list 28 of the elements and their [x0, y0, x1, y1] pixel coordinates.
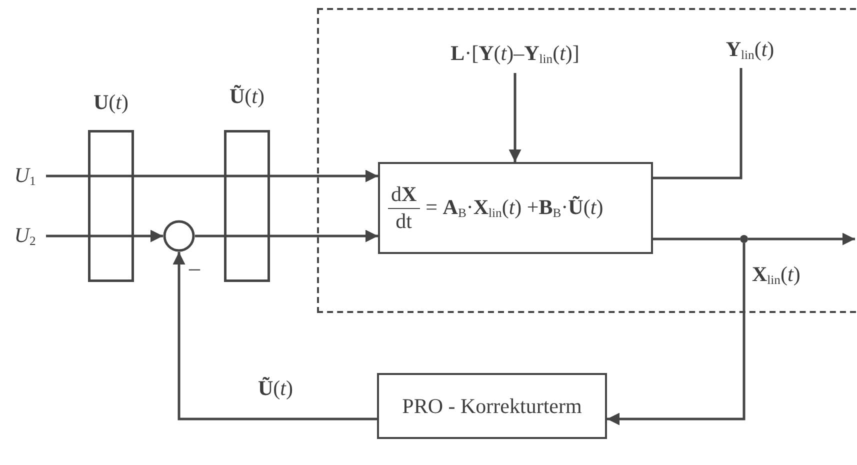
signal-line	[134, 230, 163, 242]
signal-label: U$_{2}$	[8, 222, 42, 250]
signal-line	[508, 73, 522, 162]
signal-label: U(t)	[92, 90, 130, 115]
signal-label: Y$_{lin}$(t)	[719, 35, 781, 65]
signal-line	[134, 174, 224, 178]
junction-dot	[740, 235, 748, 243]
signal-line	[195, 234, 224, 238]
fraction-numerator: dX	[388, 182, 420, 208]
signal-label: U$_{1}$	[8, 162, 42, 190]
edge-label: Ũ(t)	[258, 376, 294, 401]
signal-line	[748, 232, 855, 246]
dashed-boundary	[317, 8, 856, 313]
equation-block	[378, 162, 653, 254]
signal-line	[270, 170, 378, 182]
signal-label: L·[Y(t)–Y$_{lin}$(t)]	[416, 39, 614, 69]
signal-line	[653, 238, 740, 240]
signal-line	[46, 174, 88, 178]
minus-sign: –	[189, 257, 200, 279]
signal-line	[607, 243, 746, 426]
signal-label: Ũ(t)	[228, 84, 266, 109]
signal-line	[46, 234, 88, 238]
equation-term: = A$_{B}$·X$_{lin}$(t) +B$_{B}$·Ũ(t)	[426, 194, 604, 222]
signal-line	[653, 68, 742, 180]
signal-line	[270, 230, 378, 242]
signal-line	[172, 252, 377, 420]
fraction-denominator: dt	[396, 208, 412, 234]
process-box: PRO - Korrekturterm	[377, 373, 607, 439]
